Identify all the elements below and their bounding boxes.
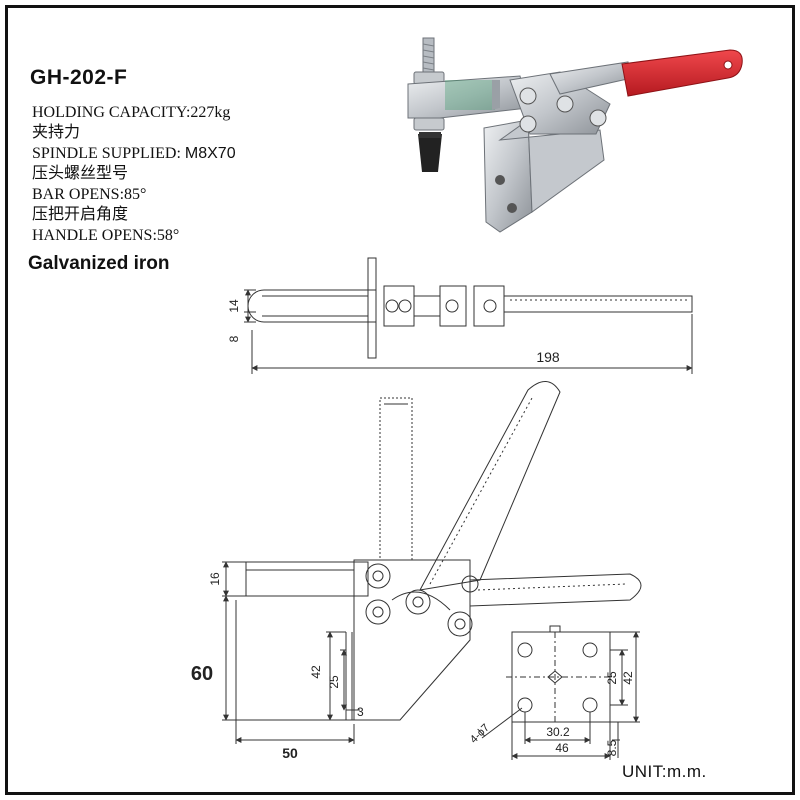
spec-holding-capacity: HOLDING CAPACITY:227kg xyxy=(32,103,230,123)
spec-label: 压把开启角度 xyxy=(32,206,129,223)
spec-spindle-cn: 压头螺丝型号 xyxy=(32,164,128,184)
spec-value: 58° xyxy=(156,227,180,244)
unit-label: UNIT:m.m. xyxy=(622,762,707,781)
page-border xyxy=(5,5,795,795)
clamp-photo xyxy=(407,37,743,233)
spec-value: 227kg xyxy=(190,104,231,121)
dim-plate-v2: 42 xyxy=(621,671,635,685)
dim-side-base-width: 50 xyxy=(282,745,298,761)
spec-value: 85° xyxy=(124,186,147,203)
spec-label: 夹持力 xyxy=(32,124,81,141)
spec-label: HANDLE OPENS: xyxy=(32,227,157,244)
spec-value: M8X70 xyxy=(184,145,236,162)
spec-spindle: SPINDLE SUPPLIED: M8X70 xyxy=(32,144,236,164)
dim-hole-spec: 4-ϕ7 xyxy=(468,722,492,746)
plate-view xyxy=(481,625,640,760)
top-view xyxy=(244,257,693,374)
spec-holding-capacity-cn: 夹持力 xyxy=(32,123,80,143)
dim-top-height-b: 8 xyxy=(227,335,241,342)
spec-label: BAR OPENS: xyxy=(32,186,125,203)
dim-plate-v1: 25 xyxy=(605,671,619,685)
material-label: Galvanized iron xyxy=(28,253,170,274)
spec-bar-opens-cn: 压把开启角度 xyxy=(32,205,128,225)
spec-label: 压头螺丝型号 xyxy=(32,165,129,182)
dim-plate-w1: 30.2 xyxy=(546,725,570,739)
dim-side-h2: 25 xyxy=(327,675,341,689)
spec-label: HOLDING CAPACITY: xyxy=(32,104,191,121)
spec-bar-opens: BAR OPENS:85° xyxy=(32,185,146,205)
dim-top-height-a: 14 xyxy=(227,299,241,313)
spec-label: SPINDLE SUPPLIED: xyxy=(32,145,185,162)
dim-side-h3: 3 xyxy=(357,705,364,719)
side-view xyxy=(222,381,642,744)
dim-side-total-height: 60 xyxy=(191,663,213,685)
dim-plate-w2: 46 xyxy=(555,741,569,755)
dim-total-length: 198 xyxy=(536,349,560,365)
dim-side-height-top: 16 xyxy=(208,572,222,586)
model-title: GH-202-F xyxy=(30,66,128,89)
dim-plate-v3: 8.5 xyxy=(605,739,619,756)
dim-side-h1: 42 xyxy=(309,665,323,679)
spec-handle-opens: HANDLE OPENS:58° xyxy=(32,226,179,246)
